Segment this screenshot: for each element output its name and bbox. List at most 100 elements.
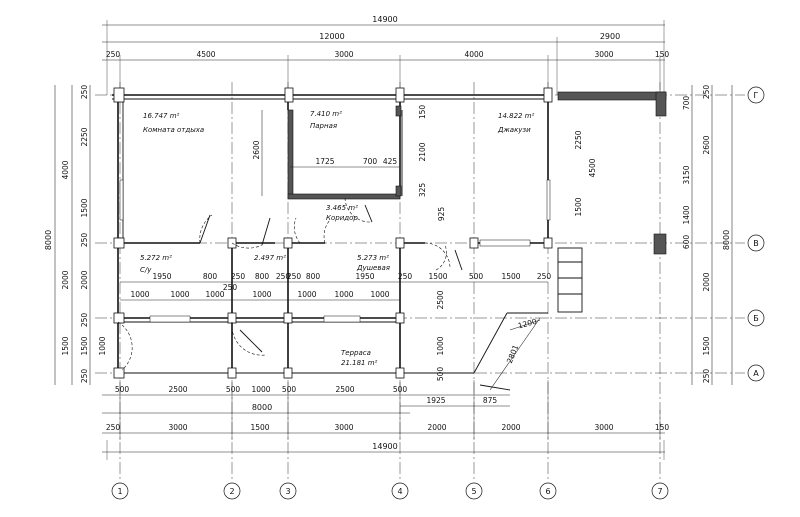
room-small-area: 2.497 m² (254, 254, 286, 262)
dim-stair-1200: 1200 (517, 317, 538, 331)
dim-right-700: 700 (682, 96, 691, 111)
dim-left-250a: 250 (80, 85, 89, 100)
dim-bot-8000: 8000 (252, 403, 272, 412)
dim-left-1500: 1500 (61, 336, 70, 355)
dim-wc-800a: 800 (203, 272, 218, 281)
dim-r1000-a: 1000 (130, 290, 149, 299)
dim-right-2000: 2000 (702, 272, 711, 291)
dim-top-250: 250 (106, 50, 121, 59)
dim-wc-1950b: 1950 (355, 272, 374, 281)
axis-markers-vertical: 1 2 3 4 5 6 7 (111, 482, 669, 500)
dim-stair-2801: 2801 (505, 343, 521, 364)
room-corridor-name: Коридор (326, 214, 358, 222)
dim-bot2-250: 250 (106, 423, 121, 432)
dim-bot-500c: 500 (282, 385, 297, 394)
dim-overall-bottom: 14900 (372, 442, 397, 451)
axis-label-a: А (753, 369, 759, 378)
inner-dims: 2600 1725 700 425 2100 150 325 925 2250 … (120, 105, 583, 382)
dim-steam-150: 150 (418, 105, 427, 120)
axis-label-g: Г (754, 91, 759, 100)
dim-jac-2250: 2250 (574, 130, 583, 149)
room-rest-name: Комната отдыха (143, 126, 204, 134)
dim-bot-1000: 1000 (251, 385, 270, 394)
room-corridor-area: 3.465 m² (326, 204, 358, 212)
axis-label-4: 4 (397, 487, 402, 496)
dim-left-4000: 4000 (61, 160, 70, 179)
walls (112, 87, 667, 379)
axis-grid (95, 82, 745, 480)
doors (117, 197, 463, 371)
dim-left-2000: 2000 (61, 270, 70, 289)
dim-right-8000: 8000 (722, 230, 731, 250)
room-terrace-name: Терраса (341, 349, 371, 357)
dim-top-3000b: 3000 (594, 50, 613, 59)
dim-wc-1950a: 1950 (152, 272, 171, 281)
dim-r1000-b: 1000 (170, 290, 189, 299)
room-terrace-area: 21.181 m² (341, 359, 378, 367)
dim-2900: 2900 (600, 32, 620, 41)
axis-markers-horizontal: Г В Б А (747, 86, 765, 382)
dim-jac-1500: 1500 (574, 197, 583, 216)
dim-right-250b: 250 (702, 369, 711, 384)
dim-right-4500: 4500 (588, 158, 597, 177)
dim-wc-1500b: 1500 (501, 272, 520, 281)
dim-wc-250e: 250 (537, 272, 552, 281)
room-wc-area: 5.272 m² (140, 254, 172, 262)
axis-label-v: В (753, 239, 759, 248)
dim-steam-425: 425 (383, 157, 398, 166)
dim-bot-500b: 500 (226, 385, 241, 394)
dim-bot2-3000b: 3000 (334, 423, 353, 432)
dim-steam-700: 700 (363, 157, 378, 166)
axis-label-2: 2 (229, 487, 234, 496)
room-steam-name: Парная (310, 122, 337, 130)
dim-right-1400: 1400 (682, 205, 691, 224)
dims-top: 14900 12000 2900 250 4500 3000 4000 3000… (102, 15, 669, 95)
axis-label-5: 5 (471, 487, 476, 496)
dim-wc-500: 500 (469, 272, 484, 281)
room-rest-area: 16.747 m² (143, 112, 180, 120)
dim-terr-2500: 2500 (436, 290, 445, 309)
room-labels: 16.747 m² Комната отдыха 7.410 m² Парная… (140, 110, 535, 367)
dim-bot-2500a: 2500 (168, 385, 187, 394)
dim-left-250b: 250 (80, 233, 89, 248)
dims-bottom: 500 2500 500 1000 500 2500 500 1925 875 … (102, 380, 669, 460)
dim-steam-2100: 2100 (418, 142, 427, 161)
dim-corr-925: 925 (437, 207, 446, 222)
room-jacuzzi-name: Джакузи (497, 126, 531, 134)
dim-wc-250d: 250 (398, 272, 413, 281)
dim-bot-875: 875 (483, 396, 498, 405)
dim-wc-800b: 800 (255, 272, 270, 281)
axis-label-7: 7 (657, 487, 662, 496)
dim-right-3150: 3150 (682, 165, 691, 184)
dim-bot2-2000a: 2000 (427, 423, 446, 432)
dim-right-2600: 2600 (702, 135, 711, 154)
dim-bot2-3000a: 3000 (168, 423, 187, 432)
dims-right: 8000 4500 2000 1500 250 700 2600 3150 14… (588, 85, 733, 385)
dim-wc-800c: 800 (306, 272, 321, 281)
dim-steam-325: 325 (418, 183, 427, 198)
dim-r1000-g: 1000 (370, 290, 389, 299)
dim-left-250c: 250 (80, 313, 89, 328)
dim-overall-top: 14900 (372, 15, 397, 24)
dim-bot2-2000b: 2000 (501, 423, 520, 432)
dim-terr-500: 500 (436, 367, 445, 382)
dim-left-2000b: 2000 (80, 270, 89, 289)
dims-left: 8000 4000 2000 1500 250 2250 1500 250 20… (44, 85, 107, 385)
dim-right-1500: 1500 (702, 336, 711, 355)
dim-right-600: 600 (682, 235, 691, 250)
dim-top-4500: 4500 (196, 50, 215, 59)
dim-12000: 12000 (319, 32, 344, 41)
dim-left-1500b: 1500 (80, 336, 89, 355)
dim-wc-250a: 250 (231, 272, 246, 281)
room-steam-area: 7.410 m² (310, 110, 342, 118)
room-shower-area: 5.273 m² (357, 254, 389, 262)
room-jacuzzi-area: 14.822 m² (498, 112, 535, 120)
dim-r1000-e: 1000 (297, 290, 316, 299)
dim-left-8000: 8000 (44, 230, 53, 250)
room-shower-name: Душевая (356, 264, 390, 272)
dim-r1000-f: 1000 (334, 290, 353, 299)
dim-steam-1725: 1725 (315, 157, 334, 166)
dim-left-1500a: 1500 (80, 198, 89, 217)
dim-steam-2600: 2600 (252, 140, 261, 159)
